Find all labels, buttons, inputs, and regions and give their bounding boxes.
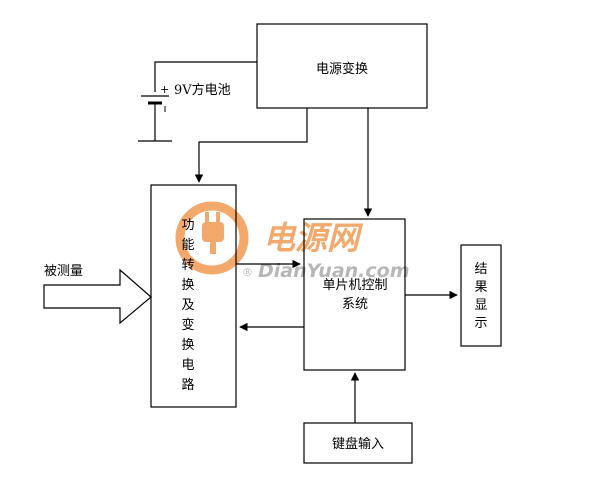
function-char-5: 及 (181, 298, 194, 313)
function-char-3: 转 (181, 258, 194, 273)
mcu-control-block: 单片机控制 系统 (303, 218, 406, 371)
measured-input: 被测量 (43, 264, 152, 325)
power-conversion-block: 电源变换 (256, 23, 428, 109)
result-display-block: 结 果 显 示 (460, 244, 502, 347)
function-char-7: 换 (181, 338, 194, 353)
function-conversion-block: 功 能 转 换 及 变 换 电 路 (150, 184, 237, 408)
function-char-9: 路 (181, 377, 194, 393)
power-conversion-label: 电源变换 (316, 61, 368, 77)
mcu-label-line1: 单片机控制 (322, 278, 387, 293)
battery-label: 9V方电池 (174, 82, 231, 98)
power-to-function-arrow (194, 108, 308, 183)
watermark-cn: 电源网 (263, 219, 364, 257)
battery-plus-sign: + (160, 83, 169, 96)
watermark-plug-icon (175, 201, 249, 275)
display-char-4: 示 (474, 316, 487, 331)
mcu-label-line2: 系统 (342, 297, 368, 312)
display-char-2: 果 (474, 280, 487, 295)
function-char-6: 变 (181, 317, 194, 333)
function-char-2: 能 (181, 238, 194, 253)
battery-symbol: + 9V方电池 (138, 61, 257, 142)
measured-input-arrow (43, 268, 152, 325)
keyboard-input-block: 键盘输入 (303, 422, 413, 464)
display-char-3: 显 (474, 298, 487, 313)
function-char-8: 电 (181, 358, 194, 373)
display-char-1: 结 (474, 262, 487, 277)
watermark-registered: ® (242, 266, 253, 279)
watermark: 电源网 DianYuan.com ® (175, 201, 410, 282)
function-char-4: 换 (181, 278, 194, 293)
keyboard-label: 键盘输入 (332, 436, 384, 452)
function-char-1: 功 (181, 218, 194, 233)
measured-label: 被测量 (44, 264, 83, 279)
